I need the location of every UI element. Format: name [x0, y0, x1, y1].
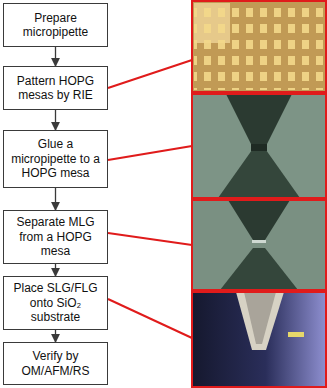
flow-arrow: [55, 330, 56, 342]
flow-arrow: [55, 47, 56, 66]
step-text: Separate MLG from a HOPG mesa: [10, 215, 101, 258]
step-text: Prepare micropipette: [10, 11, 101, 40]
photo-separate: [192, 200, 326, 290]
step-text: Pattern HOPG mesas by RIE: [10, 74, 101, 103]
process-box: Glue a micropipette to a HOPG mesa: [3, 130, 108, 188]
photo-pattern: [192, 1, 326, 92]
step-text: Glue a micropipette to a HOPG mesa: [10, 137, 101, 180]
process-box: Prepare micropipette: [3, 3, 108, 47]
process-box: Place SLG/FLG onto SiO₂ substrate: [3, 276, 108, 330]
process-box: Pattern HOPG mesas by RIE: [3, 66, 108, 110]
step-text: Verify by OM/AFM/RS: [10, 349, 101, 378]
leader-lines: [108, 60, 192, 338]
process-box: Verify by OM/AFM/RS: [3, 342, 108, 385]
flow-arrow: [55, 110, 56, 130]
step-text: Place SLG/FLG onto SiO₂ substrate: [10, 281, 101, 324]
process-box: Separate MLG from a HOPG mesa: [3, 210, 108, 264]
flow-arrow: [55, 188, 56, 210]
photo-place: [192, 292, 326, 387]
flow-arrow: [55, 264, 56, 276]
photo-glue: [192, 94, 326, 198]
